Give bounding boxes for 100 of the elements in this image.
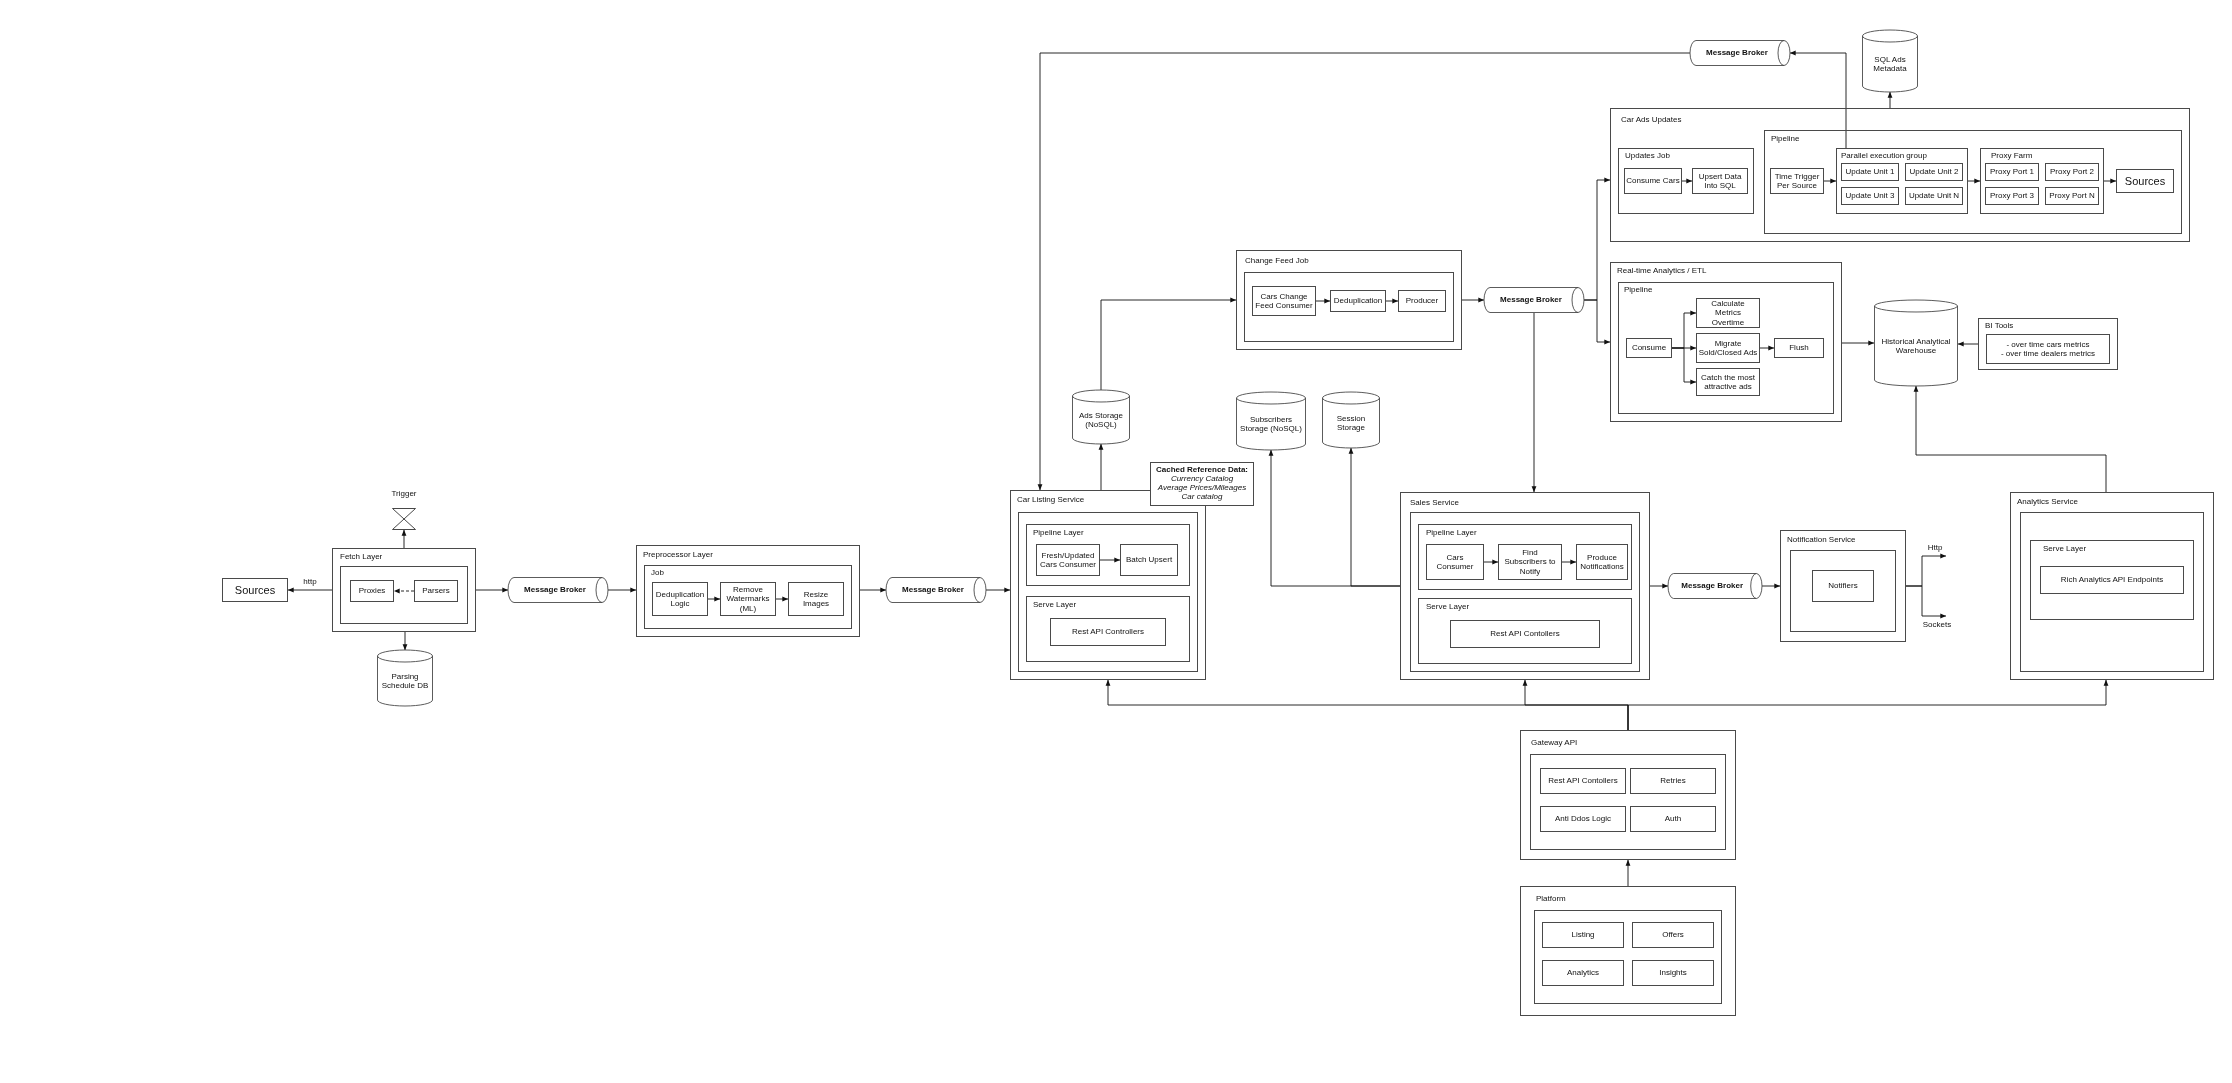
step-label: Offers (1662, 930, 1684, 940)
step-label: Flush (1789, 343, 1809, 353)
step-label: Batch Upsert (1125, 555, 1173, 565)
container-panel (1534, 910, 1722, 1004)
component-box (1812, 570, 1874, 602)
component-box (788, 582, 844, 616)
component-box (1905, 163, 1963, 181)
component-box (1540, 806, 1626, 832)
component-box (1450, 620, 1600, 648)
component-box (1576, 544, 1628, 580)
container-panel (1244, 272, 1454, 342)
container-title: Pipeline (1771, 135, 1800, 144)
note-text: Average Prices/Mileages (1157, 484, 1247, 493)
step-label: Proxy Port 3 (1990, 191, 2034, 201)
step-label: Insights (1659, 968, 1687, 978)
step-label: Time Trigger Per Source (1773, 171, 1821, 191)
container-title: Parallel execution group (1841, 152, 1927, 161)
service-container (636, 545, 860, 637)
step-label: Rich Analytics API Endpoints (2060, 575, 2164, 585)
step-label: Listing (1571, 930, 1595, 940)
note-text: Currency Catalog (1170, 475, 1234, 484)
container-title: Car Listing Service (1017, 496, 1085, 505)
step-label: Proxy Port N (2049, 191, 2095, 201)
container-title: Serve Layer (2043, 545, 2087, 554)
source-box (222, 578, 288, 602)
step-label: - over time dealers metrics (2000, 349, 2096, 359)
queue-label: Message Broker (1706, 48, 1768, 58)
service-container (1610, 108, 2190, 242)
note-box (1150, 462, 1254, 506)
component-box (2040, 566, 2184, 594)
service-container (332, 548, 476, 632)
component-box (1841, 187, 1899, 205)
container-title: Fetch Layer (340, 553, 383, 562)
queue-label: Message Broker (902, 585, 964, 595)
step-label: Rest API Controllers (1072, 627, 1144, 637)
step-label: Update Unit 3 (1845, 191, 1895, 201)
component-box (1632, 960, 1714, 986)
container-panel (340, 566, 468, 624)
service-container (1980, 148, 2104, 214)
component-box (1985, 163, 2039, 181)
container-title: Job (651, 569, 664, 578)
container-title: Notification Service (1787, 536, 1856, 545)
component-box (1120, 544, 1178, 576)
step-label: Resize Images (801, 589, 831, 609)
container-title: Serve Layer (1033, 601, 1077, 610)
component-box (2045, 163, 2099, 181)
component-box (1330, 290, 1386, 312)
service-container (1780, 530, 1906, 642)
edge-label: Sockets (1921, 620, 1953, 630)
step-label: Deduplication Logic (654, 589, 706, 609)
step-label: Update Unit N (1908, 191, 1960, 201)
component-box (652, 582, 708, 616)
container-title: Platform (1536, 895, 1566, 904)
step-label: Sources (234, 583, 276, 597)
step-label: Anti Ddos Logic (1555, 814, 1611, 824)
step-label: Retries (1660, 776, 1686, 786)
component-box (2045, 187, 2099, 205)
step-label: Proxy Port 1 (1990, 167, 2034, 177)
queue-label: Message Broker (524, 585, 586, 595)
edge-label: Http (1926, 543, 1944, 553)
container-panel (1530, 754, 1726, 850)
component-box (1036, 544, 1100, 576)
component-box (1841, 163, 1899, 181)
container-title: Pipeline Layer (1033, 529, 1084, 538)
container-title: Gateway API (1531, 739, 1578, 748)
component-box (1542, 960, 1624, 986)
step-label: Fresh/Updated Cars Consumer (1039, 550, 1097, 570)
container-panel (2020, 512, 2204, 672)
component-box (1630, 768, 1716, 794)
step-label: Notifiers (1828, 581, 1858, 591)
step-label: Proxy Port 2 (2050, 167, 2094, 177)
storage-label: Ads Storage (NoSQL) (1078, 410, 1124, 430)
queue-label: Message Broker (1681, 581, 1744, 591)
service-container (1610, 262, 1842, 422)
component-box (1624, 168, 1682, 194)
step-label: Producer (1405, 296, 1439, 306)
service-container (2030, 540, 2194, 620)
step-label: - over time cars metrics (2006, 339, 2090, 349)
source-box (2116, 169, 2174, 193)
container-title: Car Ads Updates (1621, 116, 1682, 125)
step-label: Update Unit 1 (1845, 167, 1895, 177)
container-title: Pipeline Layer (1426, 529, 1477, 538)
service-container (1520, 730, 1736, 860)
step-label: Consume (1631, 343, 1667, 353)
queue-label: Message Broker (1500, 295, 1562, 305)
storage-label: Session Storage (1335, 413, 1367, 433)
step-label: Cars Consumer (1435, 552, 1475, 572)
service-container (2010, 492, 2214, 680)
step-label: Update Unit 2 (1909, 167, 1959, 177)
note-text: Car catalog (1181, 492, 1223, 502)
service-container (1764, 130, 2182, 234)
service-container (1026, 596, 1190, 662)
component-box (1050, 618, 1166, 646)
container-title: Preprocessor Layer (643, 551, 713, 560)
container-panel (1790, 550, 1896, 632)
component-box (1905, 187, 1963, 205)
step-label: Analytics (1567, 968, 1599, 978)
container-panel (1018, 512, 1198, 672)
component-box (414, 580, 458, 602)
step-label: Calculate Metrics Overtime (1710, 299, 1746, 327)
